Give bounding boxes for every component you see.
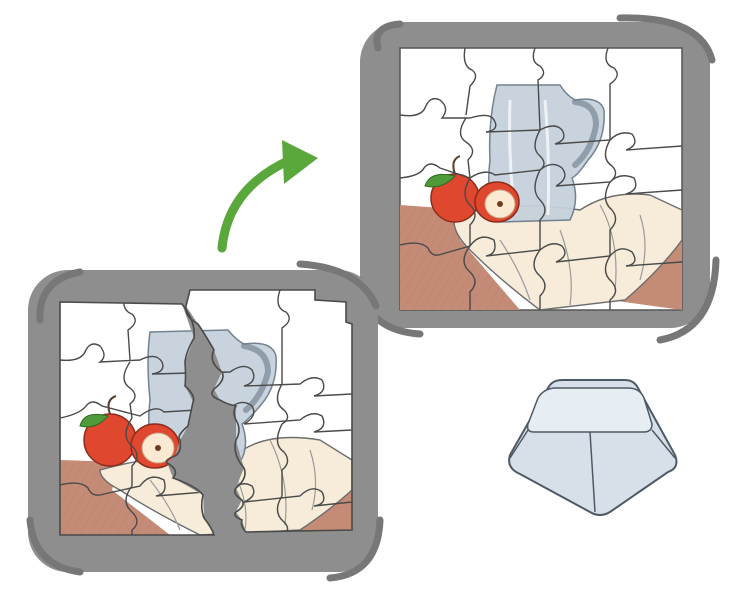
curved-arrow-icon <box>217 140 318 253</box>
keycap-icon <box>508 379 678 516</box>
apple-leaf <box>79 413 109 428</box>
frame-unfinished-outline <box>26 260 384 582</box>
keycap-top <box>526 387 653 433</box>
puzzle-grid-completed <box>400 48 682 310</box>
unfinished-puzzle <box>26 260 384 582</box>
completed-puzzle <box>356 14 720 344</box>
puzzle-half-left <box>59 301 216 536</box>
apple-leaf <box>424 173 456 188</box>
puzzle-half-right <box>184 289 353 533</box>
frame-completed-outline <box>356 14 720 344</box>
